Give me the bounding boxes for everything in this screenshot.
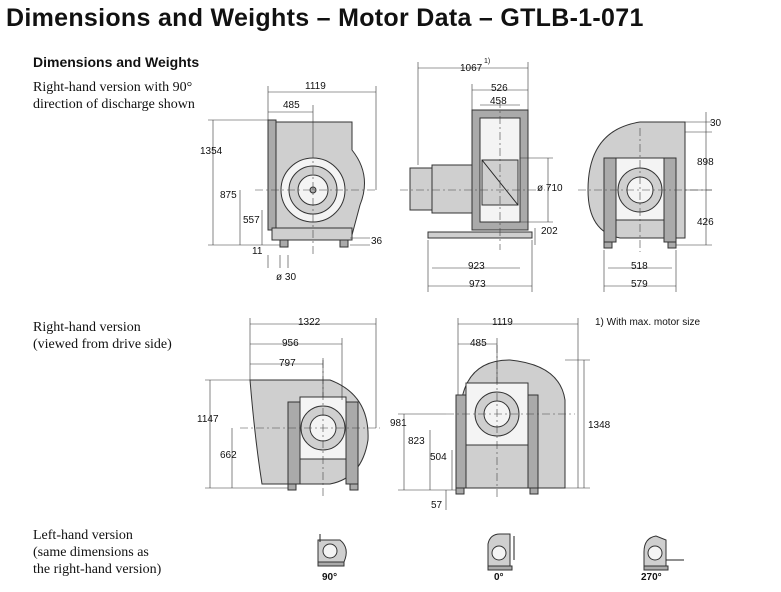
dim-label: 923 [468, 261, 485, 272]
fan-right-hand-drive-side [205, 318, 380, 498]
footnote: 1) With max. motor size [595, 317, 701, 328]
fan-front-view-motor [400, 62, 553, 292]
dim-label: 30 [710, 118, 722, 129]
dim-label: 823 [408, 436, 425, 447]
caption-right-hand-drive-side: Right-hand version (viewed from drive si… [33, 320, 172, 352]
caption-left-hand: Left-hand version (same dimensions as th… [33, 528, 162, 577]
dim-label: 956 [282, 338, 299, 349]
dim-label: 1147 [197, 414, 219, 425]
section-subtitle: Dimensions and Weights [33, 54, 200, 70]
orientation-icon-90 [317, 534, 347, 567]
orientation-icon-270 [643, 535, 684, 571]
dim-label: ø 710 [537, 183, 563, 194]
dim-label: 485 [283, 100, 300, 111]
dim-label: 898 [697, 157, 714, 168]
dim-label: 426 [697, 217, 714, 228]
dim-label: 1348 [588, 420, 611, 431]
dim-label: 504 [430, 452, 447, 463]
dim-label: 1354 [200, 146, 223, 157]
page-title: Dimensions and Weights – Motor Data – GT… [6, 4, 644, 32]
dim-label: 11 [252, 246, 263, 257]
footnote-marker: 1) [484, 58, 491, 65]
orientation-label-270: 270° [641, 572, 662, 583]
fan-right-hand-side [398, 318, 590, 510]
dim-label: 981 [390, 418, 407, 429]
dim-label: 36 [371, 236, 383, 247]
dim-label: 458 [490, 96, 507, 107]
orientation-label-0: 0° [494, 572, 504, 583]
fan-drive-side-view [578, 112, 712, 292]
orientation-icon-0 [487, 533, 515, 571]
dim-label: 875 [220, 190, 237, 201]
fan-side-view-90 [208, 86, 377, 268]
caption-right-hand-90: Right-hand version with 90° direction of… [33, 80, 195, 112]
dim-label: 526 [491, 83, 508, 94]
dim-label: 1322 [298, 317, 321, 328]
dim-label: 518 [631, 261, 648, 272]
orientation-label-90: 90° [322, 572, 338, 583]
dim-label: 973 [469, 279, 486, 290]
dim-label: 202 [541, 226, 558, 237]
dim-label: 1119 [305, 81, 326, 92]
dim-label: 1067 [460, 63, 483, 74]
dim-label: 1119 [492, 317, 513, 328]
dim-label: 485 [470, 338, 487, 349]
dim-label: ø 30 [276, 272, 297, 283]
dim-label: 579 [631, 279, 648, 290]
dim-label: 57 [431, 500, 443, 511]
dim-label: 557 [243, 215, 260, 226]
dim-label: 662 [220, 450, 237, 461]
dim-label: 797 [279, 358, 296, 369]
